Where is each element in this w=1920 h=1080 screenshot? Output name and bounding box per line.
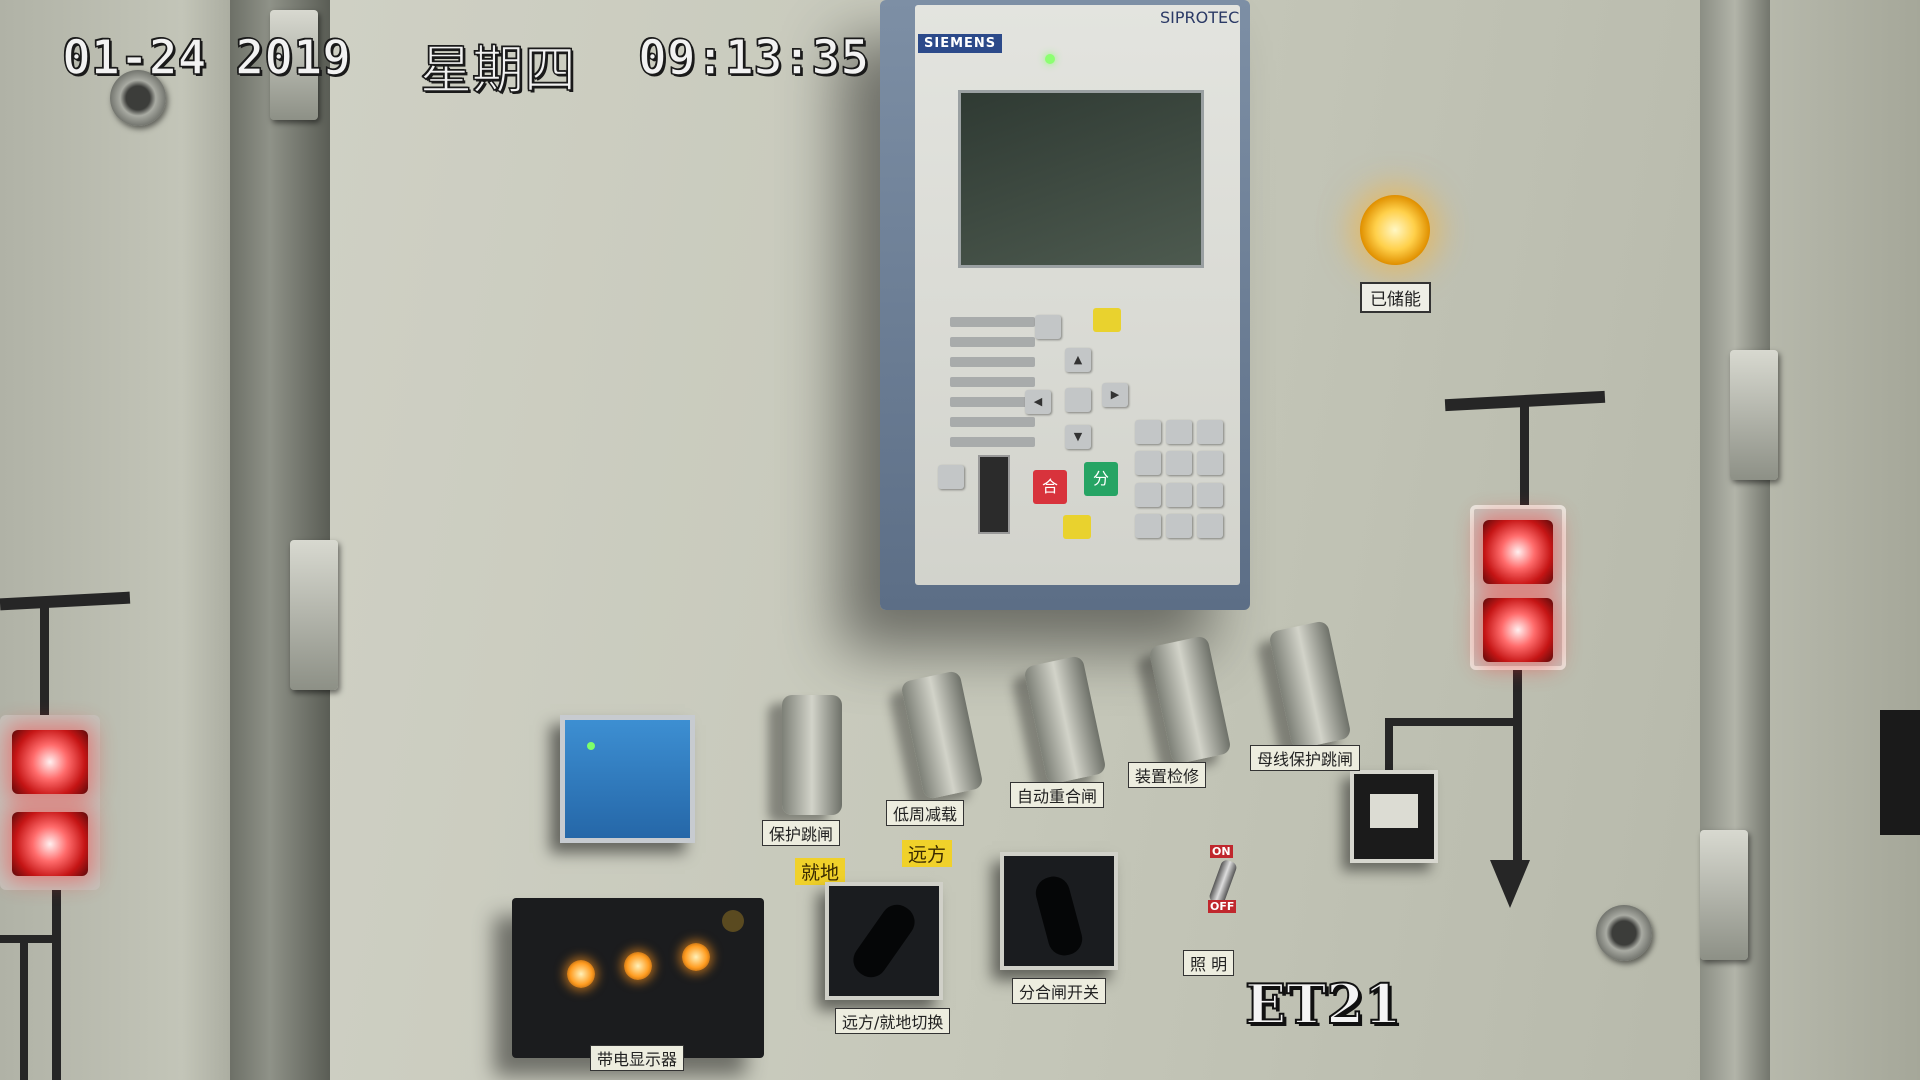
status-display-meter	[560, 715, 695, 843]
relay-led-label	[950, 437, 1035, 447]
toggle-off-label: OFF	[1208, 900, 1237, 913]
local-tag: 就地	[795, 858, 846, 885]
indicator-box	[1880, 710, 1920, 835]
device-logo-icon	[722, 910, 744, 932]
relay-control-key[interactable]	[1063, 515, 1091, 539]
relay-enter-key[interactable]	[1065, 388, 1091, 412]
osd-time: 09:13:35	[637, 29, 870, 87]
selector-handle[interactable]	[847, 898, 921, 984]
auto-reclose-label: 自动重合闸	[1010, 782, 1105, 808]
osd-camera-id: ET21	[1244, 971, 1402, 1037]
relay-led-label	[950, 417, 1035, 427]
mimic-line	[1385, 718, 1520, 726]
mimic-line	[40, 600, 49, 720]
arrow-down-icon[interactable]: ▼	[1065, 425, 1091, 449]
meter-led	[587, 742, 595, 750]
right-cabinet	[1770, 0, 1920, 1080]
relay-key[interactable]	[1035, 315, 1061, 339]
open-button[interactable]: 分	[1084, 462, 1118, 496]
bus-protection-trip-label: 母线保护跳闸	[1250, 745, 1361, 771]
stored-energy-lamp	[1360, 195, 1430, 265]
live-phase-led	[624, 952, 652, 980]
hinge-mid-left	[290, 540, 338, 690]
relay-led-label	[950, 337, 1035, 347]
toggle-on-label: ON	[1210, 845, 1233, 858]
protection-trip-switch[interactable]	[782, 695, 842, 815]
relay-led-label	[950, 357, 1035, 367]
arrow-left-icon[interactable]: ◀	[1025, 390, 1051, 414]
close-button[interactable]: 合	[1033, 470, 1067, 504]
indicator-box	[1350, 770, 1438, 863]
device-overhaul-label: 装置检修	[1128, 762, 1207, 788]
open-close-selector[interactable]	[1000, 852, 1118, 970]
hinge-bottom-right	[1700, 830, 1748, 960]
left-cabinet	[0, 0, 260, 1080]
hinge-top-right	[1730, 350, 1778, 480]
live-phase-led	[567, 960, 595, 988]
relay-port[interactable]	[978, 455, 1010, 534]
mimic-line	[1385, 718, 1393, 773]
osd-weekday: 星期四	[419, 40, 577, 102]
relay-brand: SIEMENS	[918, 34, 1003, 53]
live-indicator-label: 带电显示器	[590, 1045, 685, 1071]
mimic-line	[52, 880, 61, 1080]
lighting-label: 照 明	[1183, 950, 1235, 976]
arrow-right-icon[interactable]: ▶	[1102, 383, 1128, 407]
arrow-up-icon[interactable]: ▲	[1065, 348, 1091, 372]
relay-model: SIPROTEC	[1160, 8, 1240, 27]
relay-led-label	[950, 377, 1035, 387]
breaker-closed-lamp	[1483, 520, 1553, 584]
relay-run-led	[1045, 54, 1055, 64]
live-phase-led	[682, 943, 710, 971]
relay-menu-key[interactable]	[1093, 308, 1121, 332]
stored-energy-label: 已储能	[1360, 282, 1431, 313]
relay-key[interactable]	[938, 465, 964, 489]
relay-keypad[interactable]	[1135, 420, 1225, 540]
breaker-closed-lamp	[12, 812, 88, 876]
low-cycle-load-shed-label: 低周减载	[886, 800, 965, 826]
mimic-line	[20, 935, 28, 1080]
live-indicator-device	[512, 898, 764, 1058]
mimic-line	[1520, 400, 1529, 510]
relay-lcd-screen	[958, 90, 1204, 268]
breaker-closed-lamp	[12, 730, 88, 794]
selector-handle[interactable]	[1032, 872, 1086, 960]
breaker-closed-lamp	[1483, 598, 1553, 662]
remote-local-selector[interactable]	[825, 882, 943, 1000]
open-close-switch-label: 分合闸开关	[1012, 978, 1107, 1004]
mimic-line	[1513, 660, 1522, 870]
lock-icon[interactable]	[1596, 905, 1652, 961]
arrow-down-icon	[1490, 860, 1530, 908]
remote-tag: 远方	[902, 840, 953, 867]
protection-trip-label: 保护跳闸	[762, 820, 841, 846]
lock-icon[interactable]	[110, 70, 166, 126]
relay-led-label	[950, 397, 1035, 407]
osd-date: 01-24 2019	[61, 29, 351, 87]
hinge-top-left	[270, 10, 318, 120]
remote-local-switch-label: 远方/就地切换	[835, 1008, 951, 1034]
relay-led-label	[950, 317, 1035, 327]
